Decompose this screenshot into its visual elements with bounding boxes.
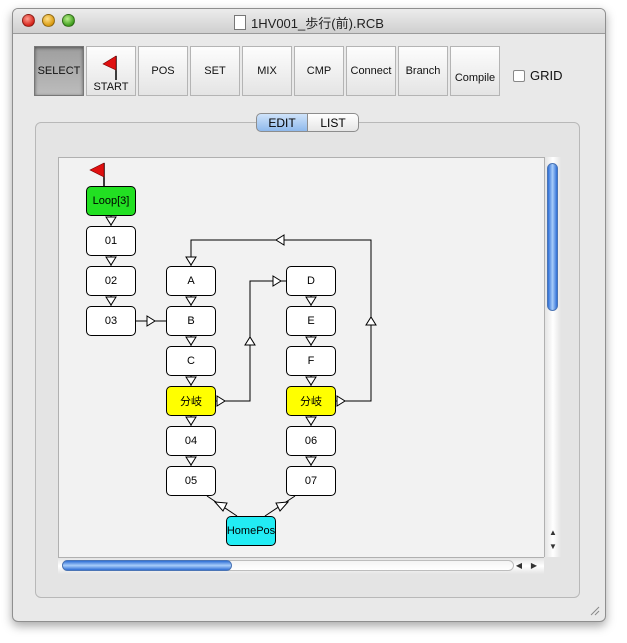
minimize-window-button[interactable] bbox=[42, 14, 55, 27]
step-node-06[interactable]: 06 bbox=[286, 426, 336, 456]
start-tool-button[interactable]: START bbox=[86, 46, 136, 96]
step-node-03-label: 03 bbox=[104, 315, 118, 327]
step-node-07-label: 07 bbox=[304, 475, 318, 487]
document-icon bbox=[234, 15, 247, 30]
pos-tool-button[interactable]: POS bbox=[138, 46, 188, 96]
scroll-right-arrow-icon[interactable]: ▶ bbox=[530, 561, 538, 570]
step-node-05-label: 05 bbox=[184, 475, 198, 487]
step-node-b-label: B bbox=[187, 315, 195, 327]
tab-edit[interactable]: EDIT bbox=[256, 113, 308, 132]
vertical-scrollbar[interactable]: ▲ ▼ bbox=[544, 157, 561, 557]
step-node-c-label: C bbox=[187, 355, 195, 367]
mix-tool-label: MIX bbox=[257, 65, 277, 77]
step-node-b[interactable]: B bbox=[166, 306, 216, 336]
window-title-text: 1HV001_歩行(前).RCB bbox=[251, 16, 384, 31]
step-node-06-label: 06 bbox=[304, 435, 318, 447]
scroll-left-arrow-icon[interactable]: ◀ bbox=[515, 561, 523, 570]
compile-tool-button[interactable]: Compile bbox=[450, 46, 500, 96]
set-tool-label: SET bbox=[204, 65, 226, 77]
branch-tool-label: Branch bbox=[405, 65, 441, 77]
step-node-e[interactable]: E bbox=[286, 306, 336, 336]
title-bar[interactable]: 1HV001_歩行(前).RCB bbox=[13, 9, 605, 34]
loop-node[interactable]: Loop[3] bbox=[86, 186, 136, 216]
step-node-d-label: D bbox=[307, 275, 315, 287]
branch-node-1[interactable]: 分岐 bbox=[166, 386, 216, 416]
homepos-node[interactable]: HomePos bbox=[226, 516, 276, 546]
close-window-button[interactable] bbox=[22, 14, 35, 27]
step-node-01[interactable]: 01 bbox=[86, 226, 136, 256]
select-tool-label: SELECT bbox=[37, 65, 81, 77]
step-node-f[interactable]: F bbox=[286, 346, 336, 376]
flowchart-connectors bbox=[89, 162, 377, 517]
flowchart-canvas[interactable]: Loop[3] 01 02 03 A B C 分岐 04 05 D E F 分岐… bbox=[58, 157, 545, 558]
mix-tool-button[interactable]: MIX bbox=[242, 46, 292, 96]
step-node-03[interactable]: 03 bbox=[86, 306, 136, 336]
homepos-node-label: HomePos bbox=[226, 525, 276, 537]
horizontal-scroll-thumb[interactable] bbox=[62, 560, 232, 571]
tab-list[interactable]: LIST bbox=[307, 113, 359, 132]
resize-grip-icon[interactable] bbox=[588, 604, 600, 616]
scroll-down-arrow-icon[interactable]: ▼ bbox=[549, 542, 557, 551]
scroll-up-arrow-icon[interactable]: ▲ bbox=[549, 528, 557, 537]
window-title: 1HV001_歩行(前).RCB bbox=[13, 13, 605, 32]
step-node-f-label: F bbox=[307, 355, 315, 367]
horizontal-scrollbar[interactable]: ◀ ▶ bbox=[58, 557, 544, 574]
step-node-04-label: 04 bbox=[184, 435, 198, 447]
step-node-02[interactable]: 02 bbox=[86, 266, 136, 296]
step-node-02-label: 02 bbox=[104, 275, 118, 287]
branch-node-1-label: 分岐 bbox=[180, 396, 202, 408]
connect-tool-button[interactable]: Connect bbox=[346, 46, 396, 96]
branch-node-2-label: 分岐 bbox=[300, 396, 322, 408]
loop-node-label: Loop[3] bbox=[92, 195, 130, 207]
compile-tool-label: Compile bbox=[454, 72, 496, 84]
cmp-tool-button[interactable]: CMP bbox=[294, 46, 344, 96]
step-node-01-label: 01 bbox=[104, 235, 118, 247]
start-tool-label: START bbox=[93, 81, 129, 93]
step-node-a[interactable]: A bbox=[166, 266, 216, 296]
step-node-04[interactable]: 04 bbox=[166, 426, 216, 456]
set-tool-button[interactable]: SET bbox=[190, 46, 240, 96]
select-tool-button[interactable]: SELECT bbox=[34, 46, 84, 96]
tab-list-label: LIST bbox=[320, 115, 346, 130]
connect-tool-label: Connect bbox=[350, 65, 392, 77]
branch-tool-button[interactable]: Branch bbox=[398, 46, 448, 96]
step-node-a-label: A bbox=[187, 275, 195, 287]
vertical-scroll-thumb[interactable] bbox=[547, 163, 558, 311]
step-node-c[interactable]: C bbox=[166, 346, 216, 376]
grid-checkbox[interactable] bbox=[513, 70, 525, 82]
step-node-07[interactable]: 07 bbox=[286, 466, 336, 496]
pos-tool-label: POS bbox=[151, 65, 175, 77]
step-node-e-label: E bbox=[307, 315, 315, 327]
start-flag bbox=[89, 162, 105, 186]
scroll-corner bbox=[544, 557, 560, 573]
step-node-05[interactable]: 05 bbox=[166, 466, 216, 496]
zoom-window-button[interactable] bbox=[62, 14, 75, 27]
grid-label[interactable]: GRID bbox=[530, 68, 563, 83]
tab-edit-label: EDIT bbox=[268, 115, 296, 130]
branch-node-2[interactable]: 分岐 bbox=[286, 386, 336, 416]
cmp-tool-label: CMP bbox=[306, 65, 332, 77]
red-flag-icon bbox=[102, 55, 117, 80]
step-node-d[interactable]: D bbox=[286, 266, 336, 296]
